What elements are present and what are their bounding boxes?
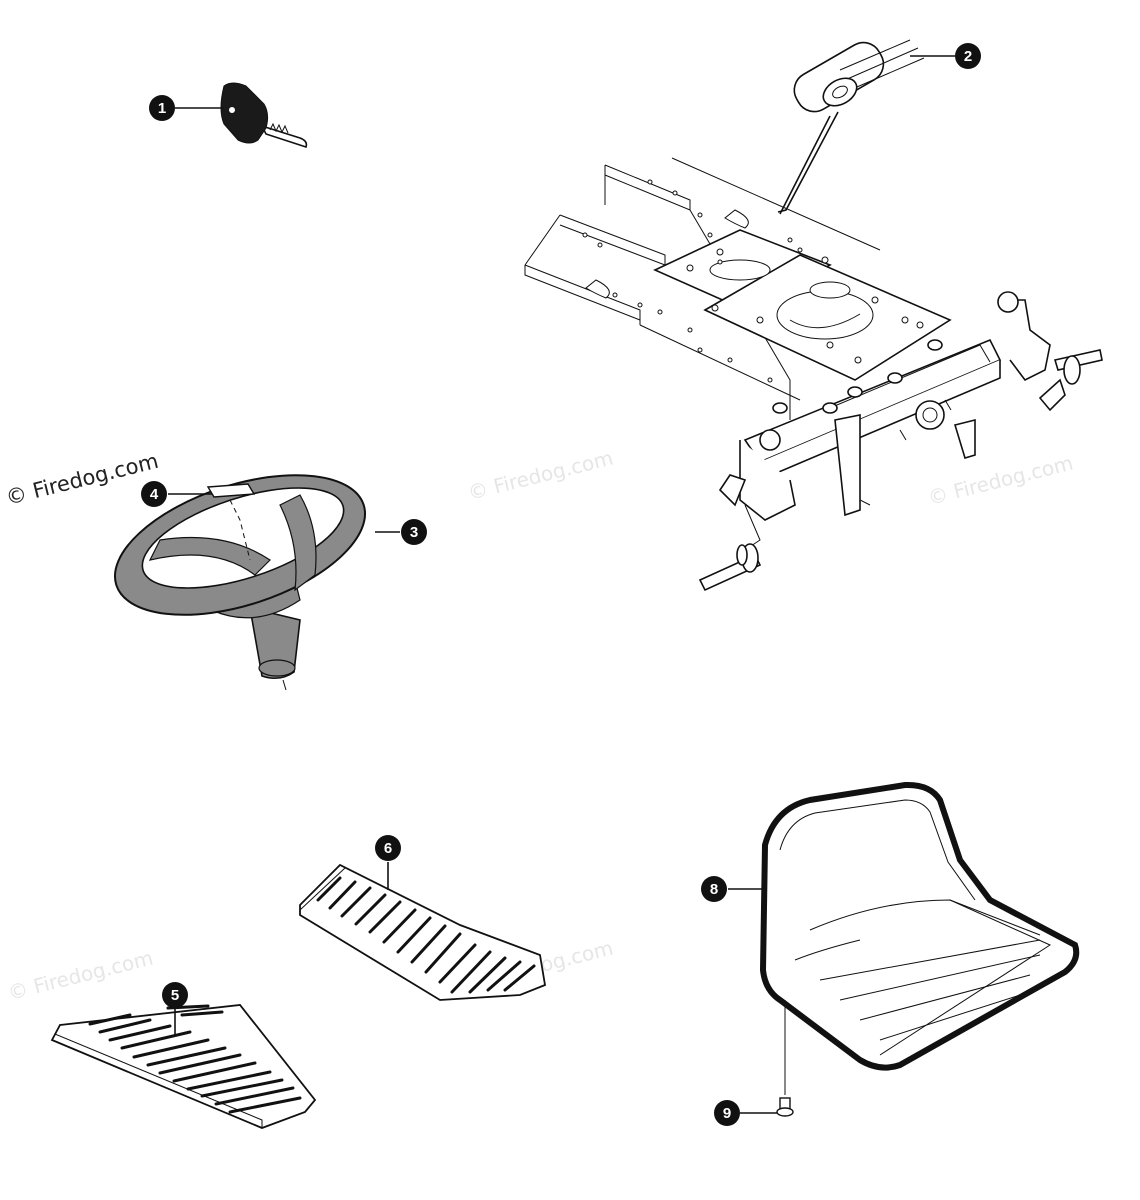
svg-text:2: 2 [964, 48, 972, 65]
seat-bolt-drawing [776, 1000, 794, 1117]
frame-assembly-drawing [524, 157, 1103, 592]
callout-5: 5 [162, 982, 188, 1008]
callout-4: 4 [141, 481, 167, 507]
svg-text:8: 8 [710, 881, 718, 898]
ignition-key-drawing [220, 82, 308, 149]
foot-pad-right-drawing [299, 863, 547, 1001]
watermark-right: © Firedog.com [925, 451, 1075, 510]
svg-text:3: 3 [410, 524, 418, 541]
watermark-bottom-left: © Firedog.com [5, 946, 155, 1005]
seat-drawing [759, 781, 1080, 1071]
lever-grip-drawing [777, 39, 925, 215]
foot-pad-left-drawing [50, 1004, 317, 1129]
svg-text:1: 1 [158, 100, 166, 117]
callout-2: 2 [955, 43, 981, 69]
callout-1: 1 [149, 95, 175, 121]
svg-text:6: 6 [384, 840, 392, 857]
callout-6: 6 [375, 835, 401, 861]
steering-wheel-drawing [113, 474, 367, 691]
watermark-center: © Firedog.com [465, 446, 615, 505]
callout-3: 3 [401, 519, 427, 545]
watermark-dark: © Firedog.com [3, 449, 160, 510]
callout-8: 8 [701, 876, 727, 902]
callout-9: 9 [714, 1100, 740, 1126]
svg-text:5: 5 [171, 987, 179, 1004]
svg-text:4: 4 [150, 486, 159, 503]
svg-text:9: 9 [723, 1105, 731, 1122]
